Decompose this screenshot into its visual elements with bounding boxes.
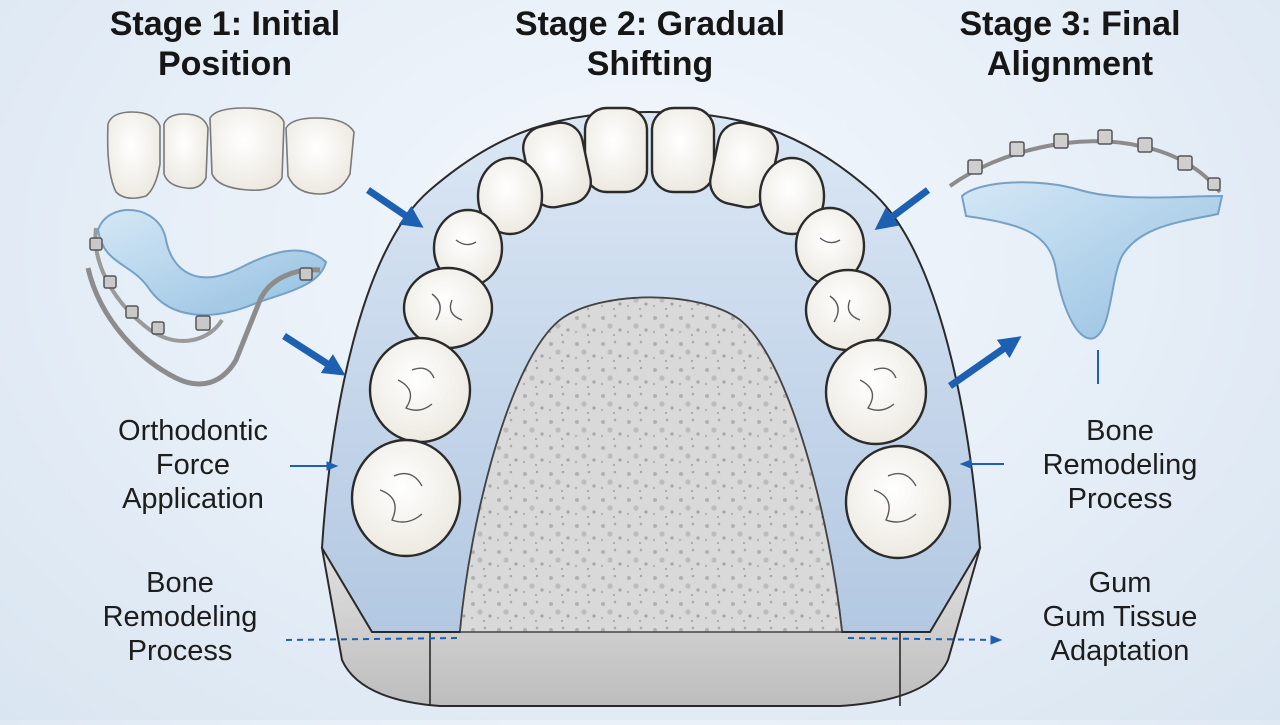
label-bone-left-line1: Bone	[146, 567, 214, 599]
inner-bone	[459, 296, 843, 633]
stage-3-title-line1: Stage 3: Final	[959, 5, 1181, 43]
label-force-line1: Orthodontic	[118, 415, 268, 447]
stage-1-title-line1: Stage 1: Initial	[109, 5, 341, 43]
tooth-molar-left-1	[368, 336, 472, 444]
label-bone-left-line2: Remodeling	[102, 601, 258, 633]
label-gum-tissue: Gum Gum Tissue Adaptation	[1020, 566, 1220, 668]
label-orthodontic-force: Orthodontic Force Application	[88, 414, 298, 516]
tooth-canine-right	[758, 156, 826, 236]
stage-3-title-line2: Alignment	[986, 45, 1154, 83]
label-gum-line3: Adaptation	[1050, 635, 1190, 667]
arrow-jaw-to-stage3	[947, 336, 1022, 389]
label-bone-remodeling-left: Bone Remodeling Process	[100, 566, 260, 668]
tooth-molar-left-2	[350, 438, 462, 558]
label-gum-line2: Gum Tissue	[1042, 601, 1198, 633]
arrows	[282, 187, 1022, 389]
arrow-appliance-to-jaw	[282, 333, 346, 376]
stage1-appliance	[85, 208, 328, 387]
label-force-line3: Application	[122, 483, 264, 515]
stage-3-title: Stage 3: Final Alignment	[905, 4, 1235, 84]
arrow-stage3-to-jaw	[874, 187, 931, 231]
label-force-line2: Force	[155, 449, 231, 481]
label-bone-right-line1: Bone	[1086, 415, 1154, 447]
tooth-canine-left	[476, 156, 544, 236]
tooth-incisor-1	[583, 106, 649, 194]
label-gum-line1: Gum	[1088, 567, 1152, 599]
tooth-grooves	[379, 237, 917, 523]
tooth-molar-right-2	[844, 444, 952, 560]
label-bone-right-line2: Remodeling	[1042, 449, 1198, 481]
pointer-bone-left	[285, 637, 463, 641]
label-bone-left-line3: Process	[127, 635, 233, 667]
stage1-teeth	[106, 107, 355, 200]
pointer-gum	[847, 635, 1003, 645]
label-bone-remodeling-right: Bone Remodeling Process	[1020, 414, 1220, 516]
arrow-stage1-to-jaw	[366, 187, 424, 228]
tooth-premolar-left-2	[402, 266, 494, 350]
tooth-incisor-2	[650, 106, 716, 194]
label-bone-right-line3: Process	[1067, 483, 1173, 515]
teeth-arch	[350, 106, 952, 560]
tooth-premolar-right-2	[804, 268, 892, 352]
stage-1-title-line2: Position	[157, 45, 293, 83]
stage-2-title: Stage 2: Gradual Shifting	[470, 4, 830, 84]
stage-2-title-line2: Shifting	[586, 45, 714, 83]
stage-2-title-line1: Stage 2: Gradual	[514, 5, 786, 43]
stage3-appliance	[948, 129, 1224, 384]
tooth-molar-right-1	[824, 338, 928, 446]
stage-1-title: Stage 1: Initial Position	[60, 4, 390, 84]
